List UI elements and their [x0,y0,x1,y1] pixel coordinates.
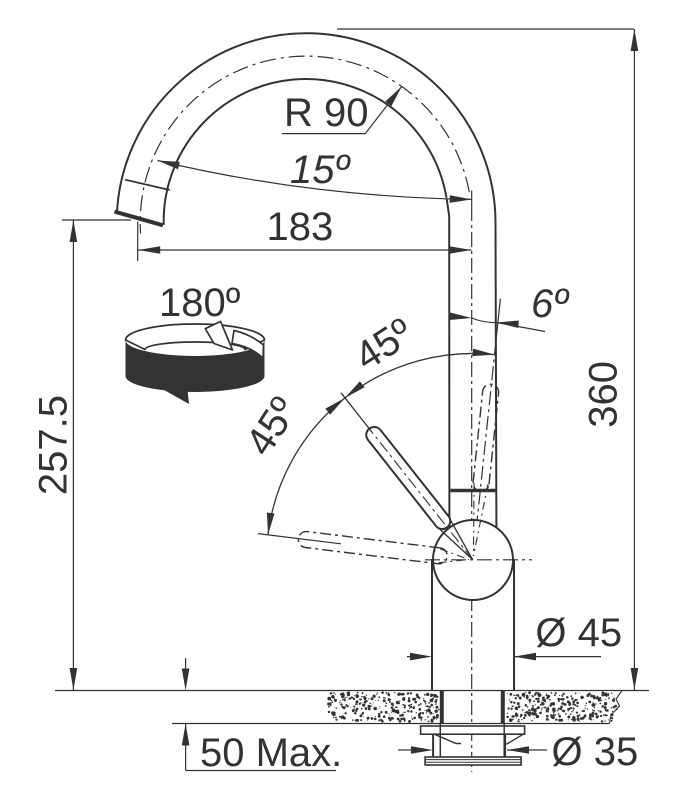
svg-text:360: 360 [582,361,626,428]
svg-text:50 Max.: 50 Max. [200,731,342,775]
svg-text:183: 183 [267,205,334,249]
svg-text:R 90: R 90 [284,91,369,135]
svg-text:180º: 180º [159,281,241,325]
svg-text:6º: 6º [531,282,570,326]
svg-text:15º: 15º [290,148,351,192]
svg-text:257.5: 257.5 [32,395,76,495]
svg-text:Ø 35: Ø 35 [552,730,639,774]
svg-text:Ø 45: Ø 45 [535,611,622,655]
